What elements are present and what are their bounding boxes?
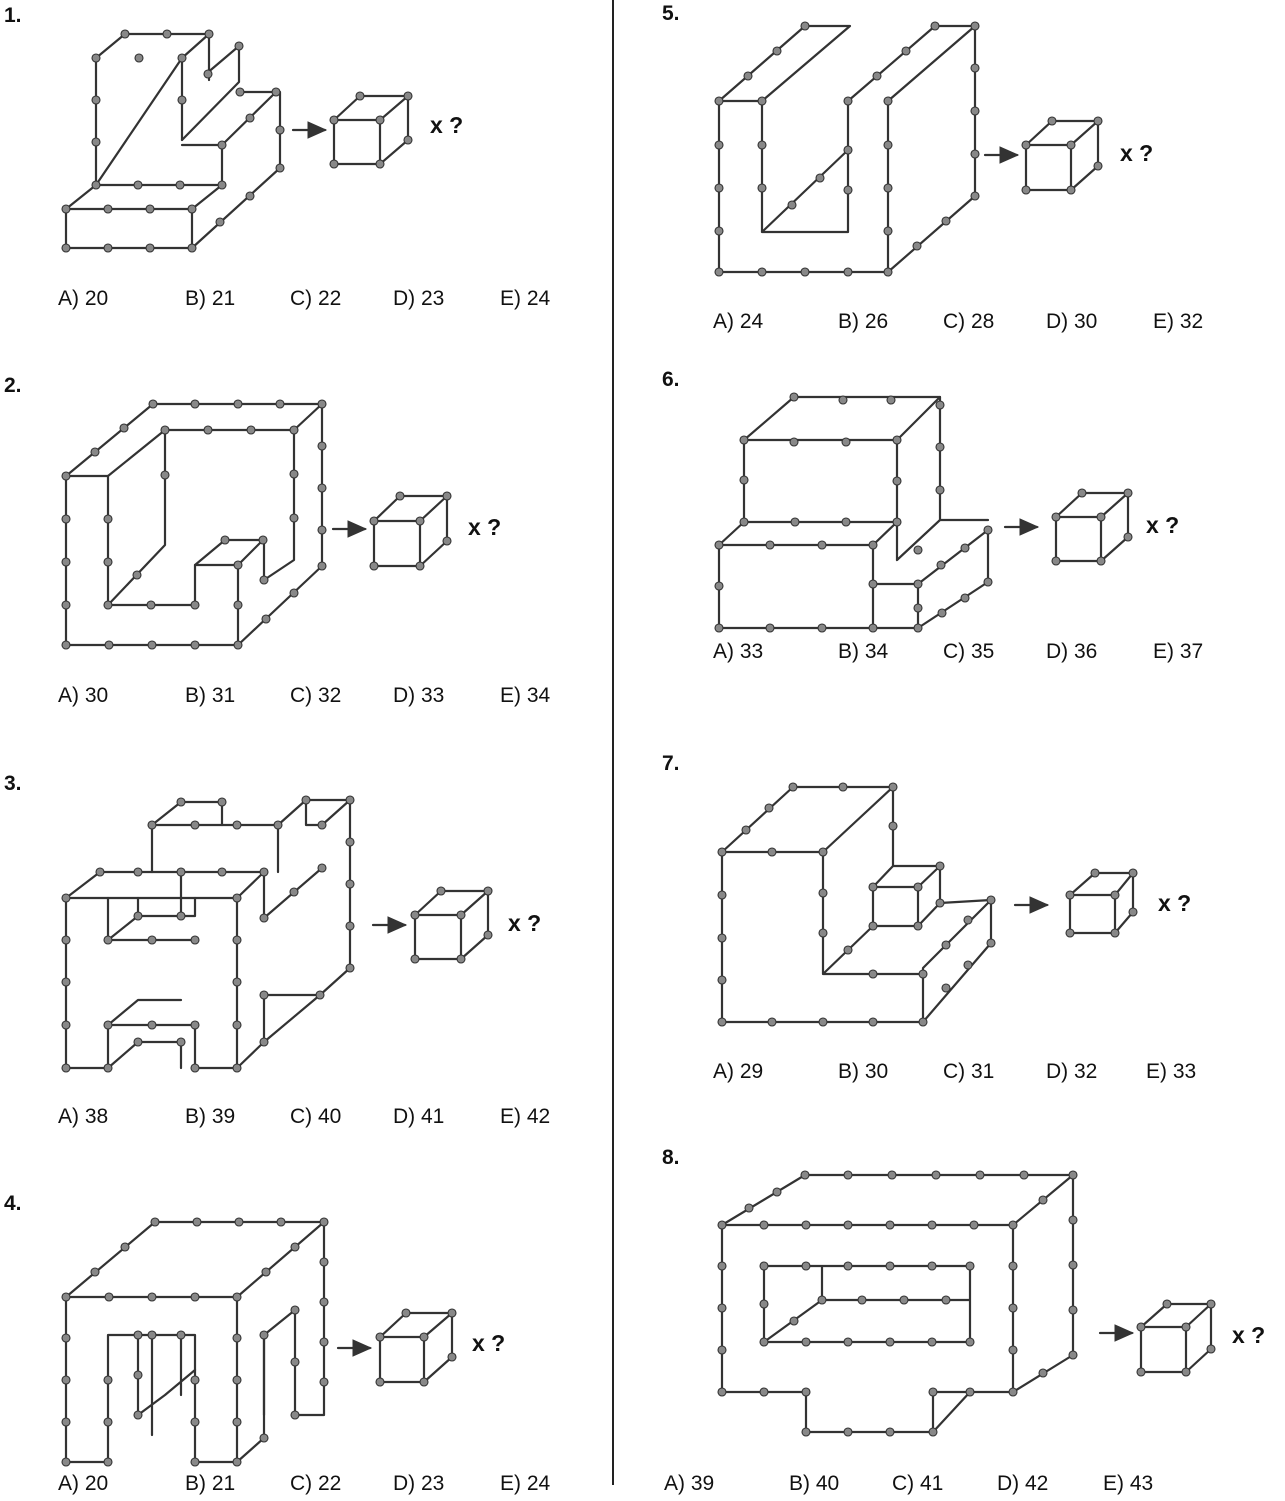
option-d[interactable]: D) 23 bbox=[393, 287, 445, 310]
question-number: 8. bbox=[662, 1146, 680, 1169]
option-b[interactable]: B) 30 bbox=[838, 1060, 889, 1083]
option-d[interactable]: D) 42 bbox=[997, 1472, 1049, 1495]
option-c[interactable]: C) 31 bbox=[943, 1060, 995, 1083]
option-c[interactable]: C) 22 bbox=[290, 1472, 342, 1495]
figure-3-dots bbox=[61, 795, 355, 1073]
option-b[interactable]: B) 21 bbox=[185, 1472, 236, 1495]
figure-8-solid bbox=[720, 1173, 1075, 1434]
unit-cube-icon bbox=[329, 91, 413, 169]
option-a[interactable]: A) 20 bbox=[58, 287, 109, 310]
figure-7-dots bbox=[717, 782, 996, 1027]
option-c[interactable]: C) 32 bbox=[290, 684, 342, 707]
option-d[interactable]: D) 30 bbox=[1046, 310, 1098, 333]
unit-cube-icon bbox=[369, 491, 452, 571]
option-e[interactable]: E) 24 bbox=[500, 1472, 551, 1495]
unit-cube-icon bbox=[1021, 116, 1103, 195]
option-a[interactable]: A) 20 bbox=[58, 1472, 109, 1495]
option-b[interactable]: B) 39 bbox=[185, 1105, 236, 1128]
figure-7-solid bbox=[720, 785, 993, 1024]
option-e[interactable]: E) 24 bbox=[500, 287, 551, 310]
option-c[interactable]: C) 41 bbox=[892, 1472, 944, 1495]
option-a[interactable]: A) 33 bbox=[713, 640, 764, 663]
option-a[interactable]: A) 39 bbox=[664, 1472, 715, 1495]
option-a[interactable]: A) 29 bbox=[713, 1060, 764, 1083]
multiplier-label: x ? bbox=[1232, 1322, 1266, 1348]
option-c[interactable]: C) 28 bbox=[943, 310, 995, 333]
figure-1-dots bbox=[61, 29, 285, 253]
option-b[interactable]: B) 31 bbox=[185, 684, 236, 707]
figure-5-dots bbox=[714, 21, 980, 277]
unit-cube-icon bbox=[410, 886, 493, 964]
multiplier-label: x ? bbox=[430, 112, 464, 138]
option-b[interactable]: B) 34 bbox=[838, 640, 889, 663]
option-d[interactable]: D) 33 bbox=[393, 684, 445, 707]
multiplier-label: x ? bbox=[1158, 890, 1192, 916]
question-number: 1. bbox=[4, 4, 22, 27]
option-e[interactable]: E) 33 bbox=[1146, 1060, 1197, 1083]
option-e[interactable]: E) 43 bbox=[1103, 1472, 1154, 1495]
option-d[interactable]: D) 32 bbox=[1046, 1060, 1098, 1083]
unit-cube-icon bbox=[1136, 1299, 1216, 1377]
option-d[interactable]: D) 23 bbox=[393, 1472, 445, 1495]
question-number: 3. bbox=[4, 772, 22, 795]
option-b[interactable]: B) 26 bbox=[838, 310, 889, 333]
figure-2-dots bbox=[61, 399, 327, 650]
option-e[interactable]: E) 34 bbox=[500, 684, 551, 707]
unit-cube-icon bbox=[1051, 488, 1133, 566]
option-c[interactable]: C) 35 bbox=[943, 640, 995, 663]
option-c[interactable]: C) 22 bbox=[290, 287, 342, 310]
multiplier-label: x ? bbox=[468, 514, 502, 540]
option-e[interactable]: E) 42 bbox=[500, 1105, 551, 1128]
figure-6-dots bbox=[714, 392, 993, 633]
multiplier-label: x ? bbox=[472, 1330, 506, 1356]
option-b[interactable]: B) 21 bbox=[185, 287, 236, 310]
figure-6-solid bbox=[717, 395, 990, 630]
question-number: 5. bbox=[662, 2, 680, 25]
figure-8-dots bbox=[717, 1170, 1078, 1437]
option-d[interactable]: D) 36 bbox=[1046, 640, 1098, 663]
multiplier-label: x ? bbox=[1146, 512, 1180, 538]
option-e[interactable]: E) 32 bbox=[1153, 310, 1204, 333]
option-d[interactable]: D) 41 bbox=[393, 1105, 445, 1128]
multiplier-label: x ? bbox=[1120, 140, 1154, 166]
question-number: 6. bbox=[662, 368, 680, 391]
unit-cube-icon bbox=[375, 1308, 457, 1387]
question-number: 4. bbox=[4, 1192, 22, 1215]
option-e[interactable]: E) 37 bbox=[1153, 640, 1204, 663]
option-a[interactable]: A) 24 bbox=[713, 310, 764, 333]
question-number: 7. bbox=[662, 752, 680, 775]
option-a[interactable]: A) 38 bbox=[58, 1105, 109, 1128]
option-c[interactable]: C) 40 bbox=[290, 1105, 342, 1128]
option-b[interactable]: B) 40 bbox=[789, 1472, 840, 1495]
unit-cube-icon bbox=[1065, 868, 1138, 938]
multiplier-label: x ? bbox=[508, 910, 542, 936]
question-number: 2. bbox=[4, 374, 22, 397]
option-a[interactable]: A) 30 bbox=[58, 684, 109, 707]
figure-4-dots bbox=[61, 1217, 329, 1467]
column-divider bbox=[612, 0, 614, 1485]
